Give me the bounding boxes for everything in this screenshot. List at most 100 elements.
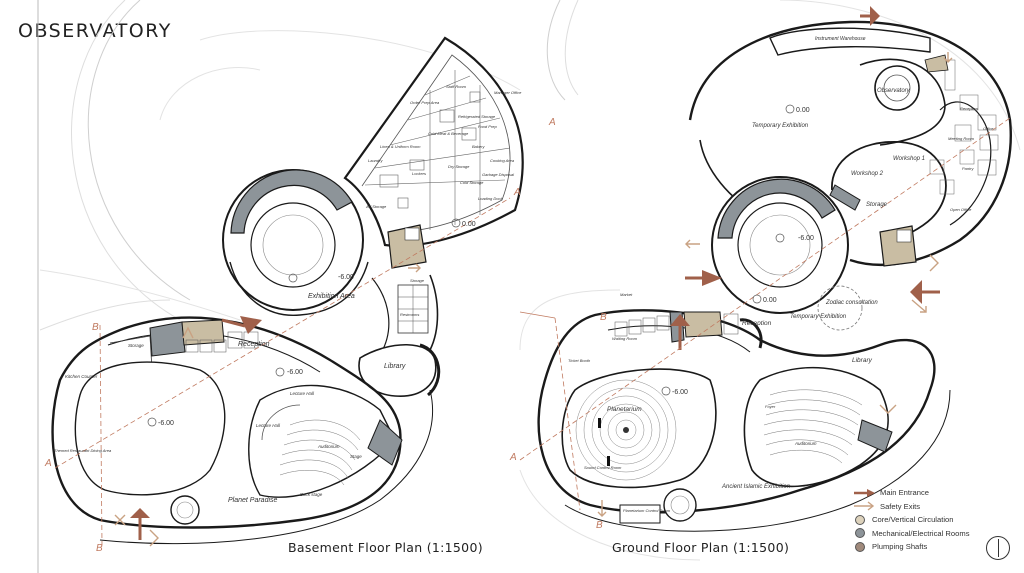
elevator [404,227,420,241]
legend-label: Core/Vertical Circulation [872,515,954,524]
planetarium-rings [575,379,677,481]
room-label-temp-ex: Temporary Exhibition [752,123,809,129]
site-arc [87,0,191,301]
core-room [683,311,723,338]
legend-item-mechanical: Mechanical/Electrical Rooms [852,527,1022,540]
corridor-wall [371,277,390,356]
room-label-storage-small: Storage [410,278,425,283]
room-label-staff: Staff Room [446,84,467,89]
room-label-restrooms: Restrooms [400,312,419,317]
room-label-pantry: Pantry [962,166,975,171]
mechanical-swatch-icon [855,528,865,538]
section-line-b [99,324,103,546]
corridor-wall [429,274,439,351]
central-core-ring [749,214,811,276]
section-mark-a: A [44,458,52,469]
level-marker [752,294,762,304]
stair-cylinder-inner [176,501,194,519]
section-line-b-tail [519,311,556,319]
level-label: 0.00 [796,107,810,114]
section-mark-a: A [509,452,517,463]
main-entrance-arrow-shaft [221,318,246,328]
level-marker [775,233,785,243]
stair-cylinder [170,495,200,525]
level-label: 0.00 [763,297,777,304]
room-label-order-prep: Order Prep Area [410,100,440,105]
room-label-loading: Loading Dock [478,196,503,201]
section-mark-b: B [596,520,603,531]
legend-item-core: Core/Vertical Circulation [852,513,1022,526]
legend-label: Mechanical/Electrical Rooms [872,528,970,538]
dome-area [74,361,226,496]
safety-exit-arrows [114,263,421,547]
main-entrance-arrow [870,6,880,26]
room-label-dining: Themed Restaurant Dining Area [54,448,112,453]
site-arc [546,0,566,101]
observatory-telescope-ring [883,74,911,102]
section-mark-b: B [92,322,99,333]
room-label-planet-paradise: Planet Paradise [228,497,278,504]
room-label-cold-storage: Cold Storage [460,180,484,185]
core-swatch-icon [855,514,865,525]
service-wing-partitions [364,70,511,230]
restroom-stalls [398,285,428,333]
room-label-linen: Linen & Uniform Room [380,144,421,149]
instrument-warehouse [769,27,931,56]
planetarium-hall [561,368,717,489]
section-mark-a: A [548,117,556,128]
room-label-lecture-hall: Lecture Hall [290,391,315,396]
exhibition-core-ring [262,214,324,276]
ground-floor-plan: Instrument Warehouse Observatory Tempora… [509,0,1021,561]
main-entrance-arrow [240,316,262,334]
site-arc [779,0,1021,151]
mech-room [149,321,186,357]
room-label-library: Library [384,363,406,370]
auditorium-block [743,366,889,488]
service-wing-outline [343,36,524,247]
ground-upper-outline [688,20,1012,266]
room-label-storage: Storage [866,202,888,208]
auditorium-mech-wall [367,419,403,466]
basement-caption: Basement Floor Plan (1:1500) [288,540,483,555]
legend-item-main-entrance: Main Entrance [852,486,1022,499]
safety-exit-arrows [597,52,953,517]
room-label-lecture-hall-2: Lecture Hall [256,423,281,428]
room-label-temp-ex-2: Temporary Exhibition [790,314,847,320]
site-arc [519,469,701,561]
legend-label: Safety Exits [880,501,921,511]
room-label-library: Library [852,357,873,364]
room-label-open-office: Open Office [950,207,972,212]
room-label-food-prep: Food Prep [478,124,497,129]
central-inner-ring [737,202,823,288]
legend-item-safety-exits: Safety Exits [852,500,1022,513]
room-label-back-stage: Back stage [300,492,323,497]
service-wing-inner-wall [361,54,511,233]
stair-cylinder-inner [670,495,690,515]
room-label-ancient: Ancient Islamic Exhibition [721,484,791,490]
library-thick-wall [419,343,441,397]
room-label-lockers: Lockers [412,171,426,176]
projector [623,427,629,433]
ground-caption: Ground Floor Plan (1:1500) [612,540,790,555]
room-label-laundry: Laundry [368,158,383,163]
room-label-refrigerated: Refrigerated Storage [458,114,496,119]
central-hall-wall [711,176,849,314]
legend-label: Plumping Shafts [872,542,928,551]
level-label: -6.00 [158,420,174,427]
room-label-office: Office [983,126,994,131]
outer-wall [564,389,951,532]
auditorium-mech-wall [857,419,893,453]
room-label-control: Planetarium Control Room [623,508,671,513]
level-marker [275,367,285,377]
room-label-ticket: Ticket Booth [568,358,591,363]
section-line-a [519,117,1011,461]
room-label-stage: Stage [350,454,362,459]
room-label-av: AV Storage [365,204,387,209]
mech-curved-wall [717,178,836,239]
seat-block [607,456,610,466]
room-label-sound: Sound Control Room [584,465,622,470]
main-entrance-arrow-icon [854,488,875,497]
room-label-zodiac: Zodiac consultation [825,300,878,306]
